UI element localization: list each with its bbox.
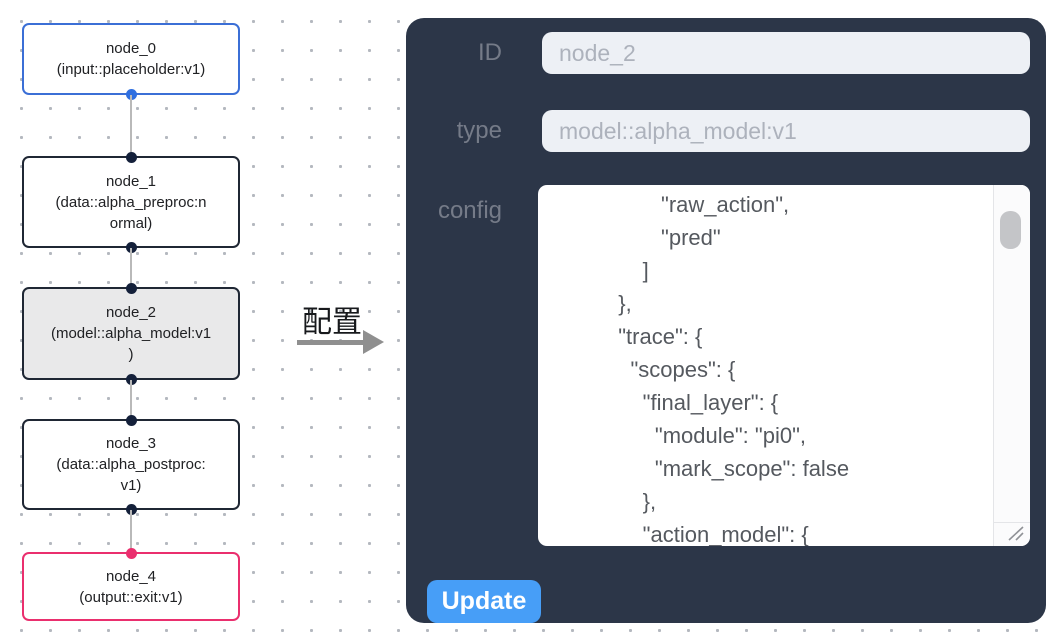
- node-label-line: node_2: [105, 304, 157, 321]
- node-label-line: (data::alpha_preproc:n: [55, 193, 207, 211]
- node-label-line: v1): [120, 477, 142, 494]
- config-editor[interactable]: "raw_action", "pred" ] }, "trace": { "sc…: [538, 185, 1030, 546]
- flow-node-node_4[interactable]: node_4(output::exit:v1): [22, 547, 240, 621]
- flow-edge: [130, 510, 132, 552]
- node-handle-bottom[interactable]: [125, 88, 137, 100]
- id-input[interactable]: [542, 32, 1030, 74]
- flow-node-node_0[interactable]: node_0(input::placeholder:v1): [22, 23, 240, 100]
- config-label: config: [437, 197, 502, 224]
- node-handle-top[interactable]: [125, 547, 137, 559]
- gutter-divider: [994, 522, 1030, 523]
- node-label-line: ): [128, 346, 134, 363]
- config-scrollbar[interactable]: [993, 185, 1030, 546]
- node-label-line: (data::alpha_postproc:: [56, 456, 206, 473]
- config-code: "raw_action", "pred" ] }, "trace": { "sc…: [618, 192, 850, 546]
- node-handle-top[interactable]: [125, 151, 137, 163]
- flow-edge: [130, 380, 132, 419]
- arrow-head: [363, 330, 384, 354]
- config-panel: ID type config "raw_action", "pred" ] },…: [406, 18, 1046, 623]
- flow-edge: [130, 248, 132, 287]
- node-handle-top[interactable]: [125, 414, 137, 426]
- node-label-line: (output::exit:v1): [79, 588, 183, 606]
- node-handle-bottom[interactable]: [125, 373, 137, 385]
- transfer-arrow-icon: [297, 328, 387, 356]
- node-label-line: node_4: [105, 567, 157, 585]
- node-label-line: node_0: [105, 40, 157, 57]
- type-label: type: [456, 117, 502, 144]
- transfer-label: 配置: [302, 306, 362, 339]
- id-label: ID: [478, 39, 502, 66]
- node-handle-top[interactable]: [125, 282, 137, 294]
- node-label-line: node_1: [105, 172, 157, 190]
- arrow-line: [297, 340, 367, 345]
- flow-node-node_3[interactable]: node_3(data::alpha_postproc:v1): [22, 414, 240, 515]
- flow-edge: [130, 95, 132, 156]
- node-label-line: ormal): [109, 214, 153, 232]
- node-handle-bottom[interactable]: [125, 503, 137, 515]
- type-input[interactable]: [542, 110, 1030, 152]
- flow-node-node_2[interactable]: node_2(model::alpha_model:v1): [22, 282, 240, 385]
- node-label-line: (input::placeholder:v1): [56, 61, 206, 78]
- node-label-line: (model::alpha_model:v1: [50, 325, 212, 342]
- update-button[interactable]: Update: [427, 580, 541, 623]
- node-handle-bottom[interactable]: [125, 241, 137, 253]
- scrollbar-thumb[interactable]: [1000, 211, 1021, 249]
- node-label-line: node_3: [105, 435, 157, 452]
- resize-grip-icon[interactable]: [1005, 524, 1027, 542]
